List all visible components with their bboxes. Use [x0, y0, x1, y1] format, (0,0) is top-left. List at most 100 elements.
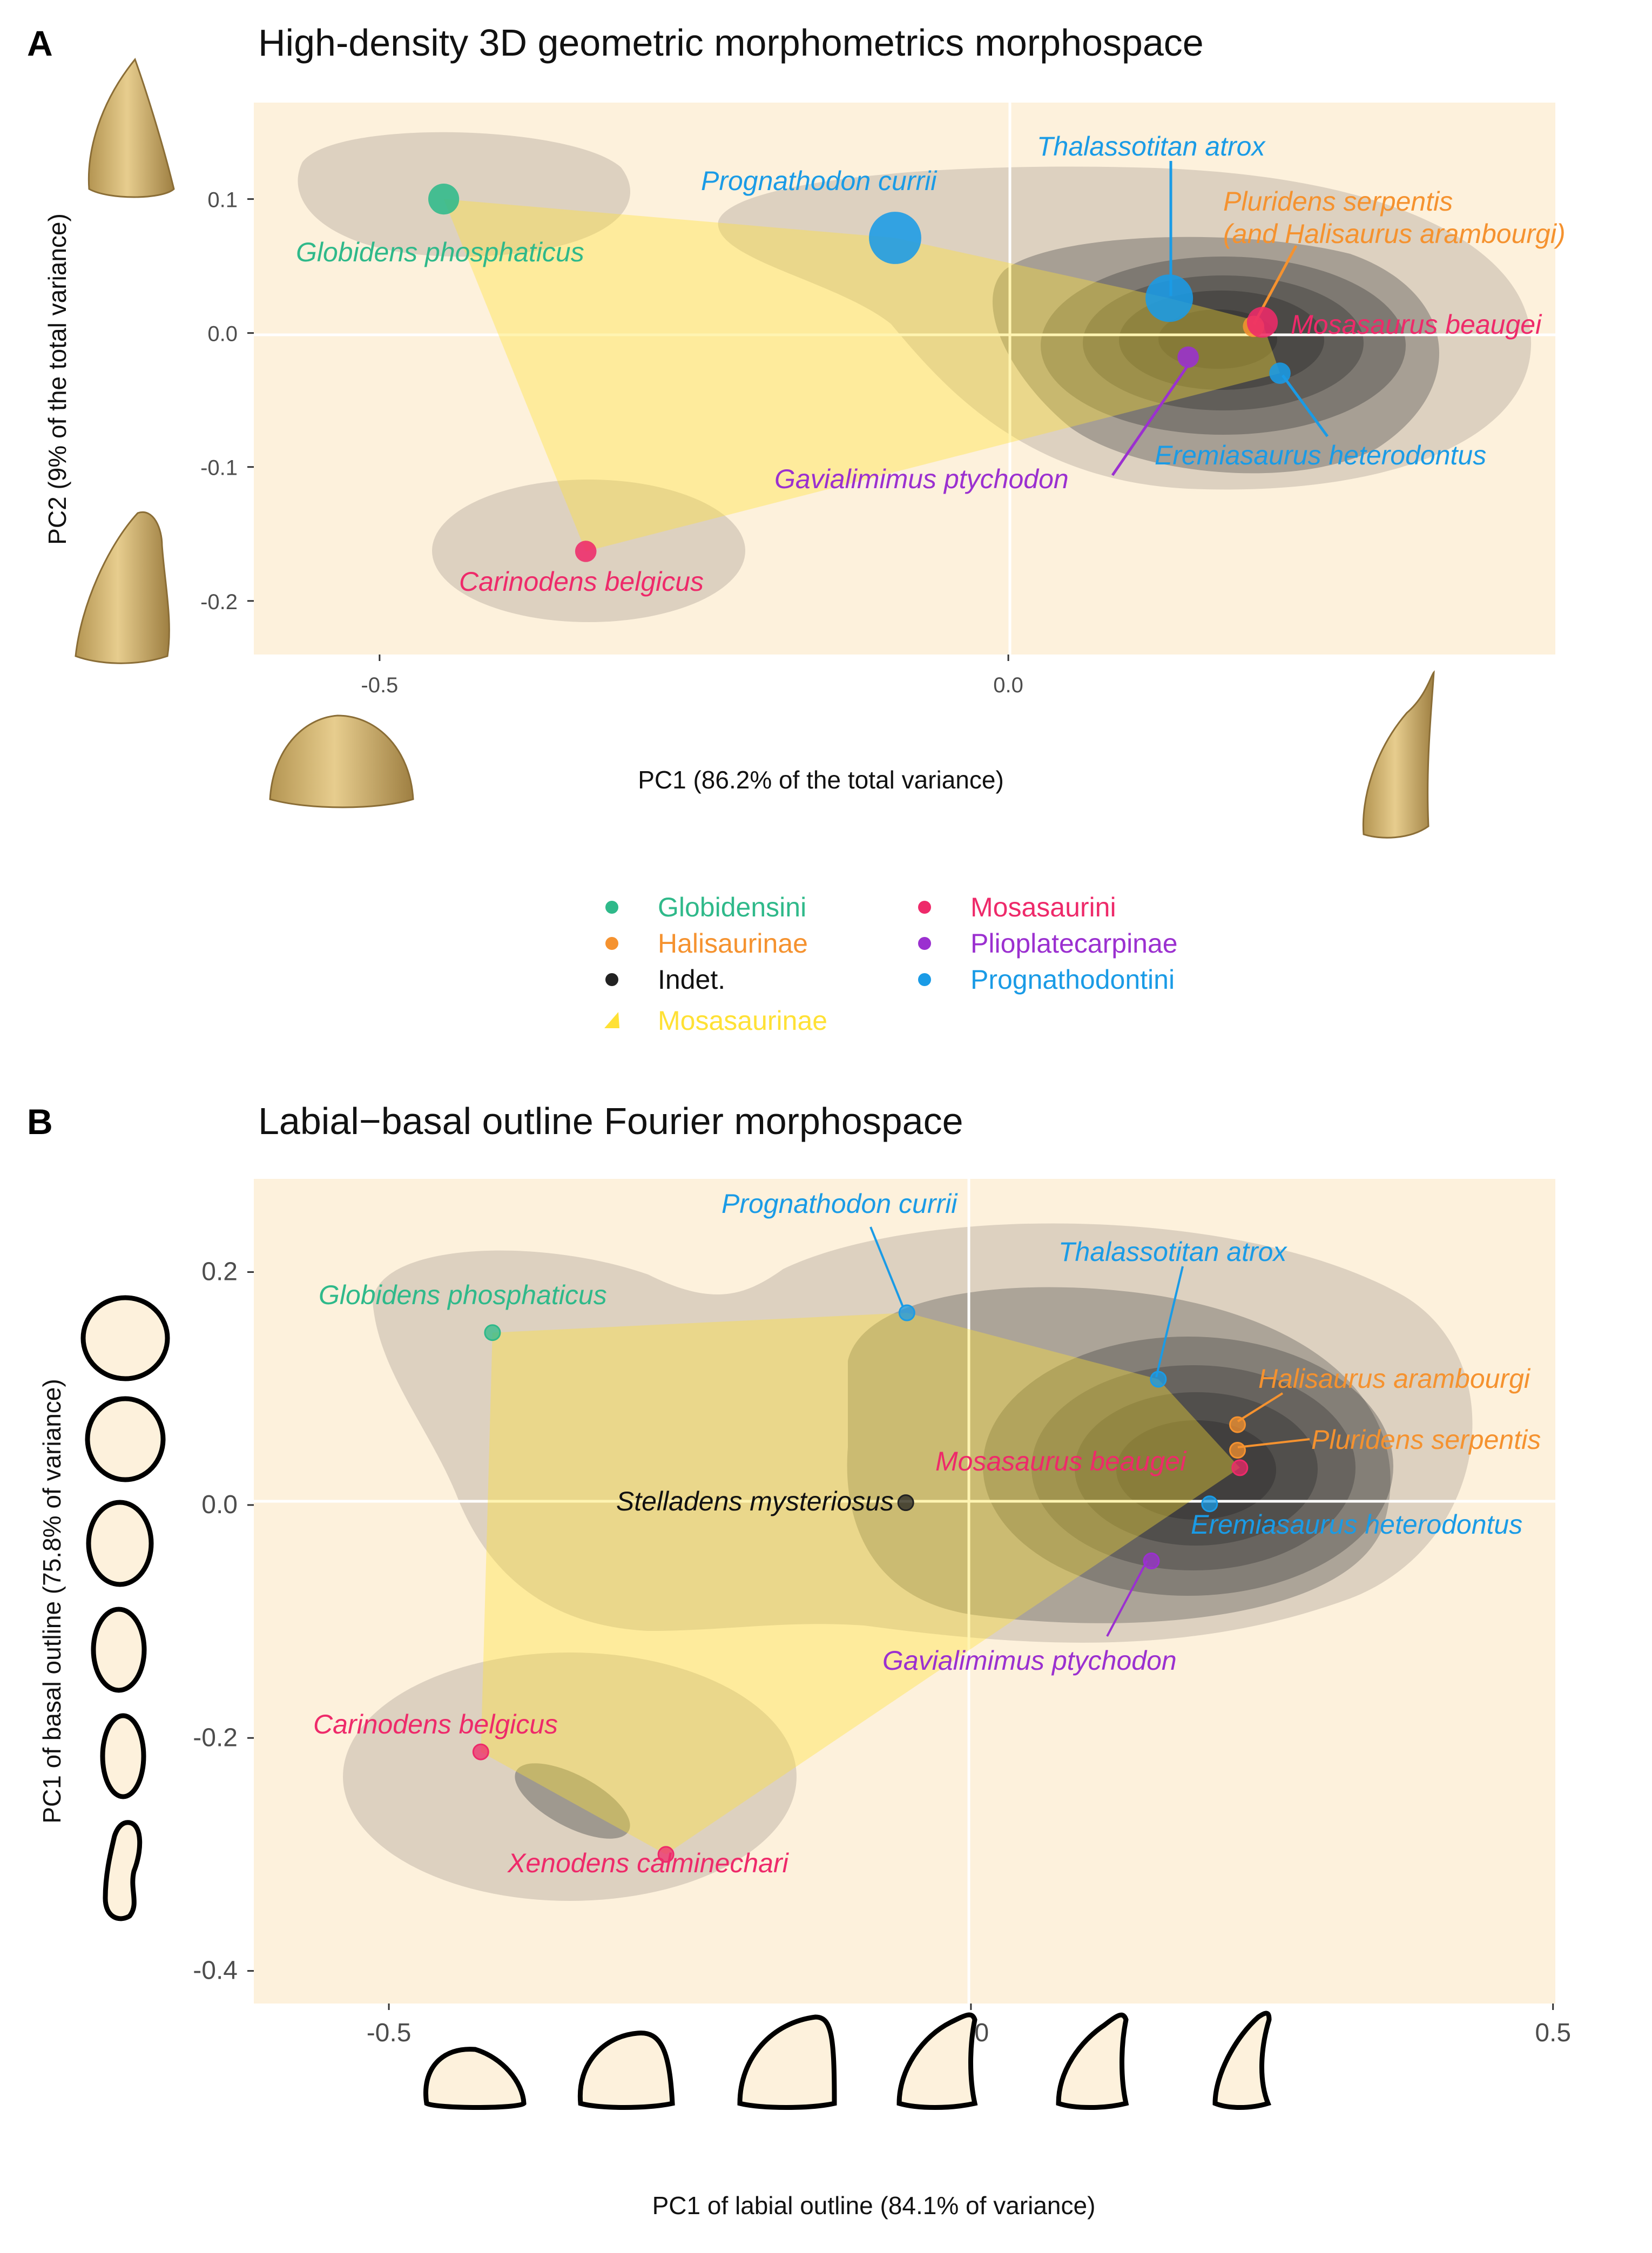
x-tick-label: 0.5: [1535, 2019, 1571, 2047]
leader-eremiasaurus-heterodontus: [1281, 374, 1329, 437]
y-tick-label: 0.0: [201, 1490, 238, 1519]
y-tick-label: 0.2: [201, 1258, 238, 1286]
panel-a-mosasaurinae-hull: [443, 199, 1280, 552]
legend-key-halisaurinae: [605, 937, 618, 950]
point-globidens-phosphaticus: [484, 1324, 501, 1341]
panel-a-tooth-images: [75, 57, 1435, 839]
legend-label-mosasaurinae: Mosasaurinae: [658, 1006, 827, 1036]
panel-a-letter: A: [27, 23, 53, 63]
point-eremiasaurus-heterodontus: [1201, 1495, 1218, 1513]
label-stelladens-mysteriosus-b: Stelladens mysteriosus: [616, 1486, 894, 1516]
panel-a-title: High-density 3D geometric morphometrics …: [258, 22, 1204, 64]
leader-prognathodon-currii-b: [869, 1226, 904, 1307]
leader-gavialimimus-ptychodon-b: [1106, 1560, 1148, 1637]
label-carinodens-belgicus: Carinodens belgicus: [459, 566, 704, 597]
point-carinodens-belgicus: [575, 541, 597, 562]
panel-b-x-axis-title: PC1 of labial outline (84.1% of variance…: [652, 2191, 1096, 2220]
labial-outline-shape-4: [896, 2012, 978, 2110]
label-prognathodon-currii-b: Prognathodon currii: [722, 1189, 958, 1219]
leader-gavialimimus-ptychodon: [1111, 364, 1190, 476]
basal-outline-shape-3: [86, 1500, 154, 1587]
point-thalassotitan-atrox: [1145, 274, 1194, 322]
y-tick-label: -0.2: [193, 1723, 238, 1752]
label-mosasaurus-beaugei-b: Mosasaurus beaugei: [935, 1446, 1187, 1476]
y-tick-label: -0.4: [193, 1957, 238, 1985]
labial-outline-shape-6: [1212, 2011, 1272, 2110]
legend-key-mosasaurinae: [604, 1012, 619, 1028]
labial-outline-shape-2: [577, 2031, 675, 2110]
legend-label-halisaurinae: Halisaurinae: [658, 928, 808, 959]
tooth-image-low-pc2: [75, 511, 170, 664]
panel-b-letter: B: [27, 1102, 53, 1142]
panel-a-plot-background: [254, 103, 1555, 655]
label-thalassotitan-atrox-b: Thalassotitan atrox: [1058, 1237, 1287, 1267]
label-eremiasaurus-heterodontus: Eremiasaurus heterodontus: [1155, 440, 1486, 470]
basal-outline-shape-5: [100, 1713, 146, 1799]
point-carinodens-belgicus: [472, 1743, 489, 1760]
legend-label-mosasaurini: Mosasaurini: [970, 892, 1116, 922]
basal-outline-shape-4: [91, 1607, 147, 1693]
legend-key-mosasaurini: [918, 901, 931, 914]
label-pluridens-serpentis: Pluridens serpentis: [1223, 186, 1453, 217]
panel-a-y-axis-title: PC2 (9% of the total variance): [43, 213, 71, 545]
panel-b-labial-outline-shapes: [423, 2011, 1272, 2110]
label-eremiasaurus-heterodontus-b: Eremiasaurus heterodontus: [1191, 1509, 1522, 1540]
legend-label-plioplatecarpinae: Plioplatecarpinae: [970, 928, 1178, 959]
point-prognathodon-currii: [869, 212, 921, 264]
basal-outline-shape-1: [80, 1295, 170, 1381]
label-globidens-phosphaticus-b: Globidens phosphaticus: [319, 1280, 607, 1310]
legend-key-globidensini: [605, 901, 618, 914]
labial-outline-shape-3: [737, 2014, 837, 2110]
y-tick-label: -0.2: [200, 590, 238, 614]
panel-a-zero-lines: [254, 103, 1555, 655]
label-prognathodon-currii: Prognathodon currii: [701, 166, 938, 196]
legend-label-globidensini: Globidensini: [658, 892, 806, 922]
label-carinodens-belgicus-b: Carinodens belgicus: [313, 1709, 558, 1739]
panel-b-label-leaders: [869, 1226, 1310, 1637]
panel-b-title: Labial−basal outline Fourier morphospace: [258, 1100, 963, 1142]
panel-a-points: [428, 184, 1291, 562]
basal-outline-shape-6: [103, 1820, 143, 1921]
label-halisaurus-arambourgi-b: Halisaurus arambourgi: [1258, 1364, 1531, 1394]
legend-key-plioplatecarpinae: [918, 937, 931, 950]
y-tick-label: 0.0: [207, 322, 238, 346]
panel-a-x-axis-title: PC1 (86.2% of the total variance): [638, 766, 1004, 794]
panel-a-species-labels: Globidens phosphaticus Prognathodon curr…: [296, 131, 1566, 597]
legend-label-prognathodontini: Prognathodontini: [970, 964, 1175, 995]
panel-b-y-axis-title: PC1 of basal outline (75.8% of variance): [38, 1379, 66, 1823]
x-tick-label: 0.0: [993, 673, 1023, 697]
point-stelladens-mysteriosus: [897, 1494, 914, 1512]
panel-b-species-labels: Globidens phosphaticus Prognathodon curr…: [313, 1189, 1541, 1878]
x-tick-label: -0.5: [367, 2019, 412, 2047]
label-pluridens-serpentis-b: Pluridens serpentis: [1311, 1425, 1541, 1455]
basal-outline-shape-2: [85, 1396, 166, 1482]
tooth-image-low-pc1: [269, 714, 414, 808]
legend-key-indet: [605, 973, 618, 986]
legend-label-indet: Indet.: [658, 964, 725, 995]
panel-a-density-contours: [298, 132, 1532, 622]
labial-outline-shape-5: [1056, 2012, 1129, 2110]
panel-b-axis-ticks: -0.50.00.50.20.0-0.2-0.4: [193, 1258, 1571, 2047]
point-gavialimimus-ptychodon: [1177, 346, 1199, 368]
x-tick-label: -0.5: [361, 673, 398, 697]
point-mosasaurus-beaugei: [1231, 1459, 1249, 1476]
labial-outline-shape-1: [423, 2047, 527, 2110]
point-gavialimimus-ptychodon: [1143, 1552, 1160, 1569]
leader-thalassotitan-atrox-b: [1155, 1266, 1184, 1378]
panel-b-mosasaurinae-hull: [481, 1313, 1240, 1854]
label-xenodens-calminechari-b: Xenodens calminechari: [507, 1848, 790, 1878]
label-thalassotitan-atrox: Thalassotitan atrox: [1037, 131, 1266, 161]
point-thalassotitan-atrox: [1150, 1371, 1167, 1388]
point-eremiasaurus-heterodontus: [1269, 362, 1291, 384]
point-mosasaurus-beaugei: [1246, 307, 1278, 338]
tooth-image-high-pc1: [1362, 670, 1435, 839]
legend-key-prognathodontini: [918, 973, 931, 986]
label-gavialimimus-ptychodon-b: Gavialimimus ptychodon: [882, 1645, 1177, 1676]
label-gavialimimus-ptychodon: Gavialimimus ptychodon: [774, 464, 1069, 494]
y-tick-label: 0.1: [207, 188, 238, 212]
panel-b: B Labial−basal outline Fourier morphospa…: [27, 1100, 1571, 2220]
label-mosasaurus-beaugei: Mosasaurus beaugei: [1291, 309, 1542, 340]
